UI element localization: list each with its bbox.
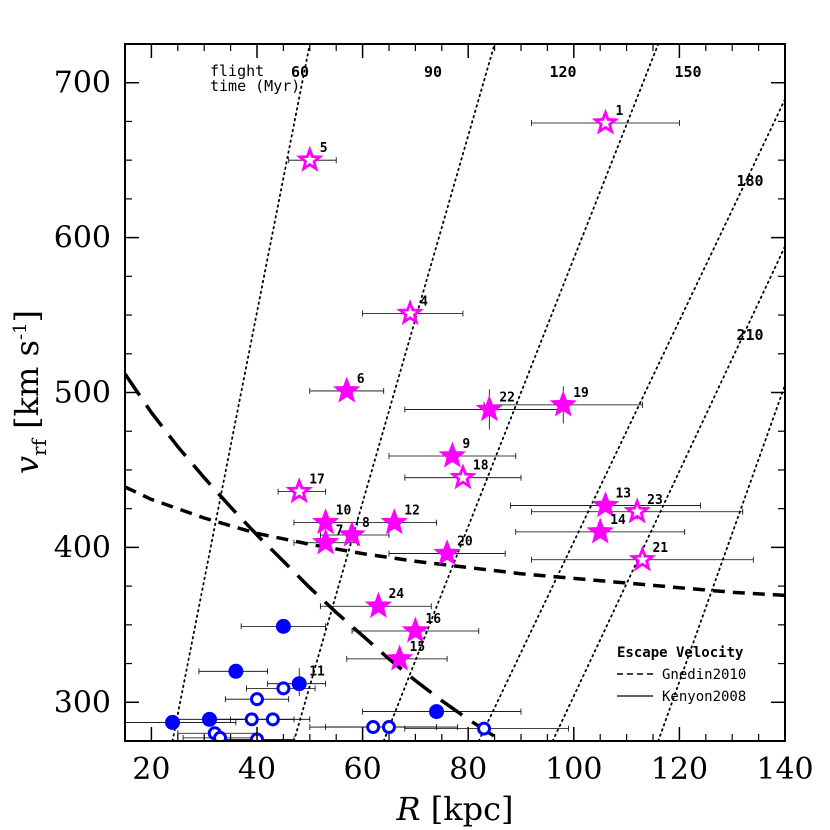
escape-curve-gnedin2010 [125,372,506,741]
open-circle-marker [276,681,291,696]
star-marker-13 [591,491,620,518]
point-label-11: 11 [309,665,325,680]
flight-time-line-180 [551,244,785,741]
point-label-16: 16 [425,612,441,627]
star-marker-hollow-17 [293,485,306,497]
x-tick-label: 120 [651,752,708,787]
y-tick-label: 500 [54,376,111,411]
filled-circle-marker [201,711,217,727]
x-tick-label: 100 [545,752,602,787]
flight-time-line-150 [477,97,785,741]
open-circle-marker [382,720,396,735]
point-label-18: 18 [473,459,489,474]
flight-time-title-line1: flight [210,62,264,80]
point-label-9: 9 [462,437,470,452]
open-circle-marker [250,692,264,707]
plot-frame [124,43,786,742]
star-marker-16 [401,616,430,643]
point-label-6: 6 [357,372,365,387]
star-marker-10 [311,508,340,535]
star-marker-24 [364,591,393,618]
y-tick-label: 300 [54,685,111,720]
point-label-4: 4 [420,295,428,310]
filled-circle-marker [165,714,181,730]
flight-time-label-150: 150 [674,63,701,81]
y-axis-label: vrf [km s-1] [8,310,51,474]
filled-circle-marker [429,704,445,720]
star-marker-19 [549,390,577,417]
point-label-19: 19 [573,386,589,401]
flight-time-label-90: 90 [424,63,442,81]
point-label-13: 13 [615,487,631,502]
filled-circle-marker [275,618,291,634]
point-label-8: 8 [362,516,370,531]
star-marker-hollow-18 [456,471,470,483]
star-marker-hollow-4 [403,307,417,319]
filled-circle-marker [291,676,307,692]
star-marker-6 [333,376,361,403]
point-label-14: 14 [610,513,626,528]
star-marker-14 [586,517,614,544]
star-marker-12 [380,508,408,535]
y-tick-label: 700 [54,66,111,101]
filled-circle-marker [228,663,244,679]
x-tick-label: 40 [238,752,276,787]
point-label-24: 24 [388,587,404,602]
escape-curve-kenyon2008 [125,485,785,598]
point-label-17: 17 [309,473,325,488]
point-label-23: 23 [647,493,663,508]
legend-label-gnedin: Gnedin2010 [662,667,746,683]
star-marker-22 [475,395,504,422]
flight-time-line-210 [657,382,785,741]
star-marker-hollow-23 [631,505,644,517]
flight-time-label-60: 60 [291,63,309,81]
open-circle-marker [244,712,259,727]
legend-label-kenyon: Kenyon2008 [662,689,746,705]
point-label-10: 10 [336,504,352,519]
star-marker-20 [433,539,461,566]
point-label-15: 15 [410,640,426,655]
open-circle-marker [213,730,228,741]
flight-time-label-210: 210 [736,326,763,344]
y-tick-label: 600 [54,221,111,256]
flight-time-line-90 [293,44,496,741]
star-marker-hollow-5 [303,153,316,166]
y-tick-label: 400 [54,530,111,565]
star-marker-15 [385,644,414,671]
star-marker-7 [311,528,340,555]
star-marker-8 [338,520,366,547]
star-marker-hollow-1 [599,116,612,129]
point-label-21: 21 [652,541,668,556]
x-axis-label: R [kpc] [395,790,513,828]
x-tick-label: 140 [756,752,813,787]
legend-title: Escape Velocity [617,645,744,661]
star-marker-9 [438,441,467,468]
point-label-20: 20 [457,535,473,550]
open-circle-marker [265,712,280,727]
flight-time-label-120: 120 [549,63,576,81]
legend: Escape Velocity Gnedin2010 Kenyon2008 [617,645,746,705]
point-label-7: 7 [336,524,344,539]
point-label-1: 1 [615,104,623,119]
point-label-12: 12 [404,504,420,519]
flight-time-line-120 [382,44,660,741]
point-label-22: 22 [499,391,515,406]
open-circle-marker [477,721,492,736]
x-tick-label: 20 [132,752,170,787]
flight-time-label-180: 180 [736,172,763,190]
open-circle-marker [366,720,381,735]
star-marker-hollow-21 [636,553,649,565]
flight-time-title-line2: time (Myr) [210,77,300,95]
flight-time-line-60 [171,44,311,741]
x-tick-label: 60 [344,752,382,787]
point-label-5: 5 [320,141,328,156]
x-tick-label: 80 [449,752,487,787]
